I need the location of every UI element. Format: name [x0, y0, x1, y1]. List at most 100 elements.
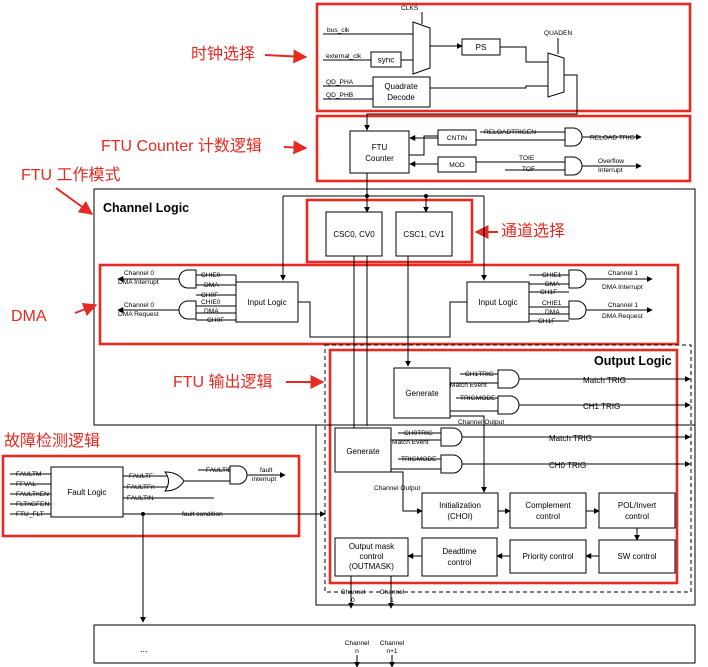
chie0-label-2: CHIE0	[201, 299, 221, 306]
ch1-int-label-1: Channel 1	[608, 270, 638, 277]
sw-label: SW control	[617, 552, 656, 561]
output-mask-box	[334, 537, 409, 577]
ftu-output-label: FTU 输出逻辑	[173, 373, 273, 391]
init-label-2: (CHOI)	[447, 512, 473, 521]
initialization-box	[421, 492, 499, 529]
ch1-req-label-2: DMA Request	[602, 313, 643, 320]
fltngfen-label: FLTnGFEN	[16, 501, 49, 508]
dma-label-4: DMA	[545, 309, 560, 316]
ch0-req-label-2: DMA Request	[118, 311, 159, 318]
qd-pha-label: QD_PHA	[326, 79, 354, 86]
red-arrow	[283, 140, 308, 155]
pol-invert-box	[598, 492, 676, 529]
ch0-int-label-2: DMA Interrupt	[118, 279, 159, 286]
channel-logic-title: Channel Logic	[103, 201, 189, 215]
ftu-label-1: FTU	[372, 143, 388, 152]
ch0-trig-label: CH0 TRIG	[549, 461, 586, 470]
ftu-label-2: Counter	[365, 154, 394, 163]
input-logic-left-box	[235, 281, 299, 323]
ch1-req-label-1: Channel 1	[608, 302, 638, 309]
output-region-frame	[315, 424, 696, 606]
ch1-req-gate	[568, 300, 587, 320]
match-trig-0-label: Match TRIG	[549, 434, 592, 443]
overflow-label-1: Overflow	[598, 158, 624, 165]
deadtime-box	[421, 537, 498, 577]
bottom-ellipsis: ...	[140, 644, 148, 654]
faultm-label: FAULTM	[16, 471, 42, 478]
dma-label: DMA	[11, 308, 47, 325]
faultf-label: FAULTF	[129, 473, 153, 480]
output-logic-dashed	[324, 344, 692, 593]
ch0-int-gate	[178, 269, 197, 289]
red-arrow	[74, 302, 98, 317]
match-event-1-label: Match Event	[450, 382, 487, 389]
chn-label-1: Channel	[345, 640, 370, 647]
ch1-trig-gate	[497, 395, 520, 415]
pol-label-1: POL/Invert	[618, 501, 657, 510]
ftu-work-mode-label: FTU 工作模式	[21, 166, 121, 184]
mask-label-2: control	[359, 552, 383, 561]
csc0-label: CSC0, CV0	[333, 230, 375, 239]
csc1-label: CSC1, CV1	[403, 230, 445, 239]
generate-ch0-label: Generate	[346, 447, 380, 456]
ch0-out-label-1: Channel	[341, 589, 366, 596]
faultnen-label: FAULTnEN	[16, 491, 49, 498]
qd-phb-label: QD_PHB	[326, 92, 354, 99]
faultie-label: FAULTIE	[206, 467, 233, 474]
ftu-counter-frame	[315, 114, 692, 183]
csc0-box	[325, 211, 383, 257]
clock-select-frame	[315, 2, 692, 113]
external-clk-label: external_clk	[326, 53, 362, 60]
input-logic-left-label: Input Logic	[247, 298, 286, 307]
chn1-label-2: n+1	[386, 648, 398, 655]
red-arrow	[264, 49, 308, 64]
ch0-trig-gate	[440, 454, 463, 474]
csc1-box	[395, 211, 453, 257]
chie1-label-2: CHIE1	[542, 300, 562, 307]
quadrate-decode-box	[372, 76, 431, 108]
ch0-req-label-1: Channel 0	[124, 302, 154, 309]
match-trig-1-label: Match TRIG	[583, 376, 626, 385]
ftu-counter-box	[349, 130, 410, 174]
ftu-counter-label: FTU Counter 计数逻辑	[101, 137, 262, 155]
generate-ch1-box	[393, 367, 451, 419]
generate-ch1-label: Generate	[405, 389, 439, 398]
fault-condition-label: fault condition	[182, 511, 223, 518]
quadrate-label-2: Decode	[387, 93, 415, 102]
output-logic-frame	[328, 348, 679, 585]
ch1-out-label-2: 1	[390, 597, 394, 604]
comp-label-1: Complement	[525, 501, 571, 510]
mask-label-3: (OUTMASK)	[349, 562, 394, 571]
ch1-int-gate	[568, 269, 587, 289]
input-logic-right-box	[466, 281, 530, 323]
priority-label: Priority control	[522, 552, 573, 561]
clks-label: CLKS	[401, 5, 419, 12]
quadrate-label-1: Quadrate	[384, 82, 418, 91]
fault-or-gate	[163, 471, 185, 492]
dma-label-2: DMA	[204, 308, 219, 315]
reload-trig-label: RELOAD TRIG	[590, 135, 635, 142]
fault-logic-label: Fault Logic	[67, 488, 106, 497]
sync-label: sync	[378, 56, 394, 65]
faultfn-label: FAULTFn	[127, 484, 155, 491]
match-event-0-label: Match Event	[392, 439, 429, 446]
fault-int-gate	[229, 465, 248, 485]
dma-frame	[98, 263, 680, 346]
bus-clk-label: bus_clk	[327, 27, 350, 34]
fault-int-label-1: fault	[260, 467, 273, 474]
toie-label: TOIE	[519, 155, 535, 162]
ch1-match-gate	[497, 369, 520, 389]
ftu-flt-label: FTU_FLT	[16, 511, 44, 518]
ch0-int-label-1: Channel 0	[124, 270, 154, 277]
generate-ch0-box	[334, 427, 392, 473]
quad-mux	[547, 52, 565, 98]
clock-select-label: 时钟选择	[191, 45, 255, 63]
init-label-1: Initialization	[439, 501, 481, 510]
channel-select-frame	[305, 198, 474, 264]
mask-label-1: Output mask	[349, 542, 395, 551]
ch0-match-gate	[440, 427, 463, 447]
ch1-out-label-1: Channel	[380, 589, 405, 596]
input-logic-right-label: Input Logic	[478, 298, 517, 307]
ch1-int-label-2: DMA Interrupt	[602, 284, 643, 291]
